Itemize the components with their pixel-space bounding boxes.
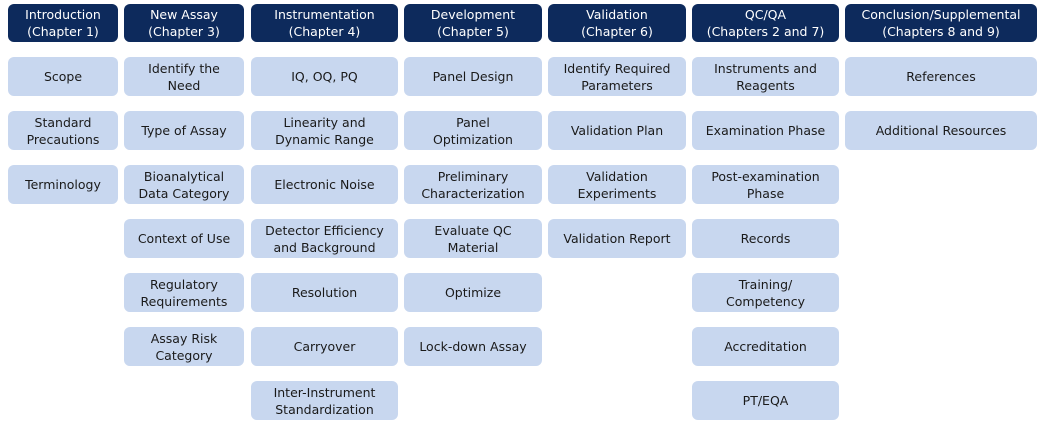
column-introduction: Introduction (Chapter 1) Scope Standard … — [8, 4, 118, 204]
diagram-box: Context of Use — [124, 219, 244, 258]
diagram-box: Optimize — [404, 273, 542, 312]
diagram-box: Additional Resources — [845, 111, 1037, 150]
diagram-box: Records — [692, 219, 839, 258]
diagram-box: Inter-Instrument Standardization — [251, 381, 398, 420]
diagram-box: Evaluate QC Material — [404, 219, 542, 258]
diagram-box: Post-examination Phase — [692, 165, 839, 204]
diagram-box: Regulatory Requirements — [124, 273, 244, 312]
column-header: Development (Chapter 5) — [404, 4, 542, 42]
diagram-box: Training/ Competency — [692, 273, 839, 312]
column-conclusion: Conclusion/Supplemental (Chapters 8 and … — [845, 4, 1037, 150]
diagram-box: Linearity and Dynamic Range — [251, 111, 398, 150]
diagram-box: Assay Risk Category — [124, 327, 244, 366]
diagram-box: Type of Assay — [124, 111, 244, 150]
diagram-box: Resolution — [251, 273, 398, 312]
diagram-box: Accreditation — [692, 327, 839, 366]
diagram-box: Examination Phase — [692, 111, 839, 150]
diagram-box: Validation Experiments — [548, 165, 686, 204]
diagram-box: Preliminary Characterization — [404, 165, 542, 204]
column-development: Development (Chapter 5) Panel Design Pan… — [404, 4, 542, 366]
diagram-box: Lock-down Assay — [404, 327, 542, 366]
column-instrumentation: Instrumentation (Chapter 4) IQ, OQ, PQ L… — [251, 4, 398, 420]
column-header: Introduction (Chapter 1) — [8, 4, 118, 42]
diagram-box: Identify Required Parameters — [548, 57, 686, 96]
diagram-box: References — [845, 57, 1037, 96]
diagram-box: Carryover — [251, 327, 398, 366]
column-header: QC/QA (Chapters 2 and 7) — [692, 4, 839, 42]
diagram-box: Panel Optimization — [404, 111, 542, 150]
column-header: Conclusion/Supplemental (Chapters 8 and … — [845, 4, 1037, 42]
column-validation: Validation (Chapter 6) Identify Required… — [548, 4, 686, 258]
column-header: Validation (Chapter 6) — [548, 4, 686, 42]
diagram-box: Detector Efficiency and Background — [251, 219, 398, 258]
diagram-box: Instruments and Reagents — [692, 57, 839, 96]
diagram-box: Validation Report — [548, 219, 686, 258]
diagram-box: Terminology — [8, 165, 118, 204]
diagram-box: Bioanalytical Data Category — [124, 165, 244, 204]
diagram-box: Identify the Need — [124, 57, 244, 96]
column-new-assay: New Assay (Chapter 3) Identify the Need … — [124, 4, 244, 366]
diagram-box: Panel Design — [404, 57, 542, 96]
column-header: Instrumentation (Chapter 4) — [251, 4, 398, 42]
column-qc-qa: QC/QA (Chapters 2 and 7) Instruments and… — [692, 4, 839, 420]
column-header: New Assay (Chapter 3) — [124, 4, 244, 42]
diagram-box: IQ, OQ, PQ — [251, 57, 398, 96]
diagram-box: Scope — [8, 57, 118, 96]
diagram-box: Electronic Noise — [251, 165, 398, 204]
diagram-box: PT/EQA — [692, 381, 839, 420]
diagram-box: Validation Plan — [548, 111, 686, 150]
diagram-box: Standard Precautions — [8, 111, 118, 150]
